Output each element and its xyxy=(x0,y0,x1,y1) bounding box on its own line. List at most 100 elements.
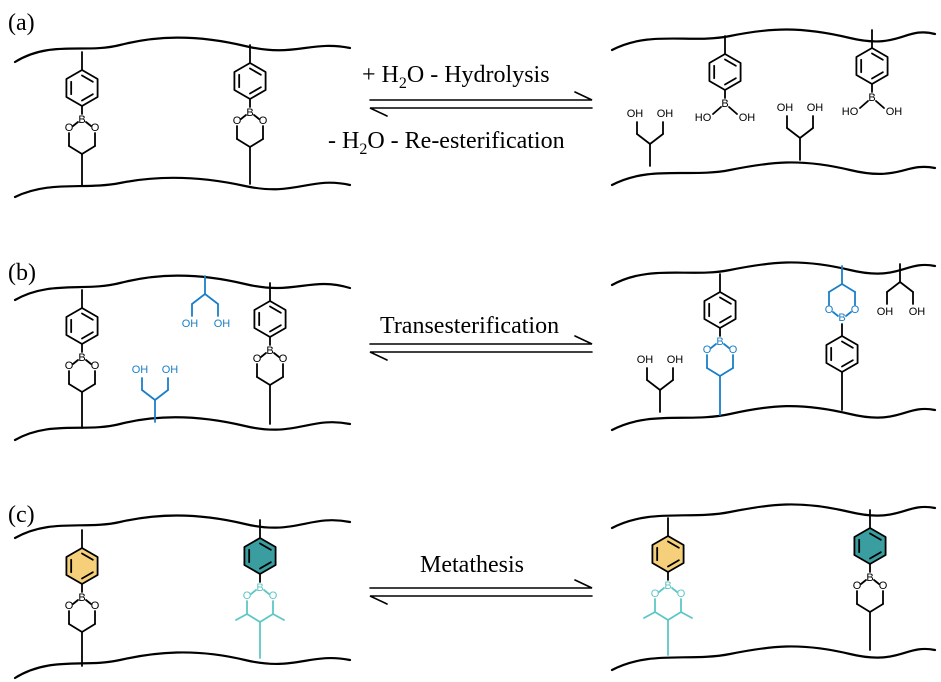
condition-hydrolysis: + H2O - Hydrolysis xyxy=(362,62,550,92)
panel-label-c: (c) xyxy=(8,502,35,528)
bond xyxy=(859,100,869,109)
oxygen-atom: O xyxy=(651,588,660,600)
aromatic-bond xyxy=(724,77,737,86)
bond xyxy=(658,587,665,593)
bond xyxy=(845,311,852,317)
bond xyxy=(249,138,264,148)
boron-atom: B xyxy=(78,592,85,604)
aromatic-bond xyxy=(81,571,94,580)
forward-arrow-c xyxy=(369,579,593,589)
bond xyxy=(250,589,257,595)
panel-label-a: (a) xyxy=(8,10,35,36)
ester-c-left-yellow: BO O xyxy=(65,529,100,667)
bond xyxy=(667,611,682,621)
reaction-a: + H2O - Hydrolysis - H2O - Re-esterifica… xyxy=(328,62,593,158)
oxygen-atom: O xyxy=(253,353,262,365)
oxygen-atom: O xyxy=(851,304,860,316)
chain-c-right-bottom xyxy=(610,645,937,672)
bond xyxy=(81,145,96,155)
reaction-b: Transesterification xyxy=(369,313,593,361)
bond xyxy=(68,383,83,393)
aromatic-bond xyxy=(81,312,94,321)
oxygen-atom: O xyxy=(65,122,74,134)
bond xyxy=(710,343,717,349)
bond xyxy=(85,121,92,127)
bond xyxy=(141,389,156,401)
aromatic-bond xyxy=(81,331,94,340)
bond xyxy=(886,281,901,293)
boron-atom: B xyxy=(866,572,873,584)
oxygen-atom: O xyxy=(279,353,288,365)
chain-a-right-top xyxy=(610,28,937,52)
bond xyxy=(875,100,885,109)
oxygen-atom: O xyxy=(91,360,100,372)
bond xyxy=(269,376,284,386)
hydroxyl-group: OH xyxy=(667,354,684,366)
hydroxyl-group: OH xyxy=(627,108,644,120)
methyl-bond xyxy=(272,613,285,621)
oxygen-atom: O xyxy=(91,600,100,612)
chain-c-right-top xyxy=(610,503,937,530)
bond xyxy=(72,599,79,605)
oxygen-atom: O xyxy=(65,600,74,612)
hydroxyl-group: OH xyxy=(182,318,199,330)
oxygen-atom: O xyxy=(879,580,888,592)
oxygen-atom: O xyxy=(729,344,738,356)
bond xyxy=(81,383,96,393)
hydroxyl-group: OH xyxy=(777,102,794,114)
boron-atom: B xyxy=(664,580,671,592)
bond xyxy=(873,579,880,585)
boron-atom: B xyxy=(78,114,85,126)
oxygen-atom: O xyxy=(703,344,712,356)
bond xyxy=(72,359,79,365)
bond xyxy=(256,376,271,386)
bond xyxy=(799,127,814,139)
reverse-arrow-a xyxy=(369,107,593,117)
aromatic-bond xyxy=(269,305,282,314)
aromatic-bond xyxy=(249,67,262,76)
bond xyxy=(786,127,801,139)
oxygen-atom: O xyxy=(91,122,100,134)
aromatic-bond xyxy=(871,52,884,61)
bond xyxy=(828,283,843,293)
bond xyxy=(649,133,664,145)
bond xyxy=(154,389,169,401)
panel-label-b: (b) xyxy=(8,260,36,286)
hydroxyl-group: OH xyxy=(877,306,894,318)
chain-b-left-bottom xyxy=(13,416,352,442)
bond xyxy=(81,623,96,633)
chain-a-left-bottom xyxy=(13,176,352,199)
hydroxyl-group: OH xyxy=(214,318,231,330)
bond xyxy=(240,114,247,120)
hydroxyl-group: OH xyxy=(132,364,149,376)
bond xyxy=(636,133,651,145)
hydroxyl-group: HO xyxy=(695,112,712,124)
bond xyxy=(68,623,83,633)
bond xyxy=(646,379,661,391)
bond xyxy=(899,281,914,293)
hydroxyl-group: OH xyxy=(162,364,179,376)
oxygen-atom: O xyxy=(269,590,278,602)
methyl-bond xyxy=(680,611,693,619)
bond xyxy=(72,121,79,127)
bond xyxy=(671,587,678,593)
condition-metathesis: Metathesis xyxy=(420,552,524,578)
chain-b-right-top xyxy=(610,261,937,287)
forward-arrow-b xyxy=(369,335,593,345)
aromatic-bond xyxy=(259,561,272,570)
bond xyxy=(273,352,280,358)
aromatic-bond xyxy=(841,359,854,368)
oxygen-atom: O xyxy=(259,115,268,127)
bond xyxy=(719,367,734,377)
chain-a-left-top xyxy=(13,36,352,64)
